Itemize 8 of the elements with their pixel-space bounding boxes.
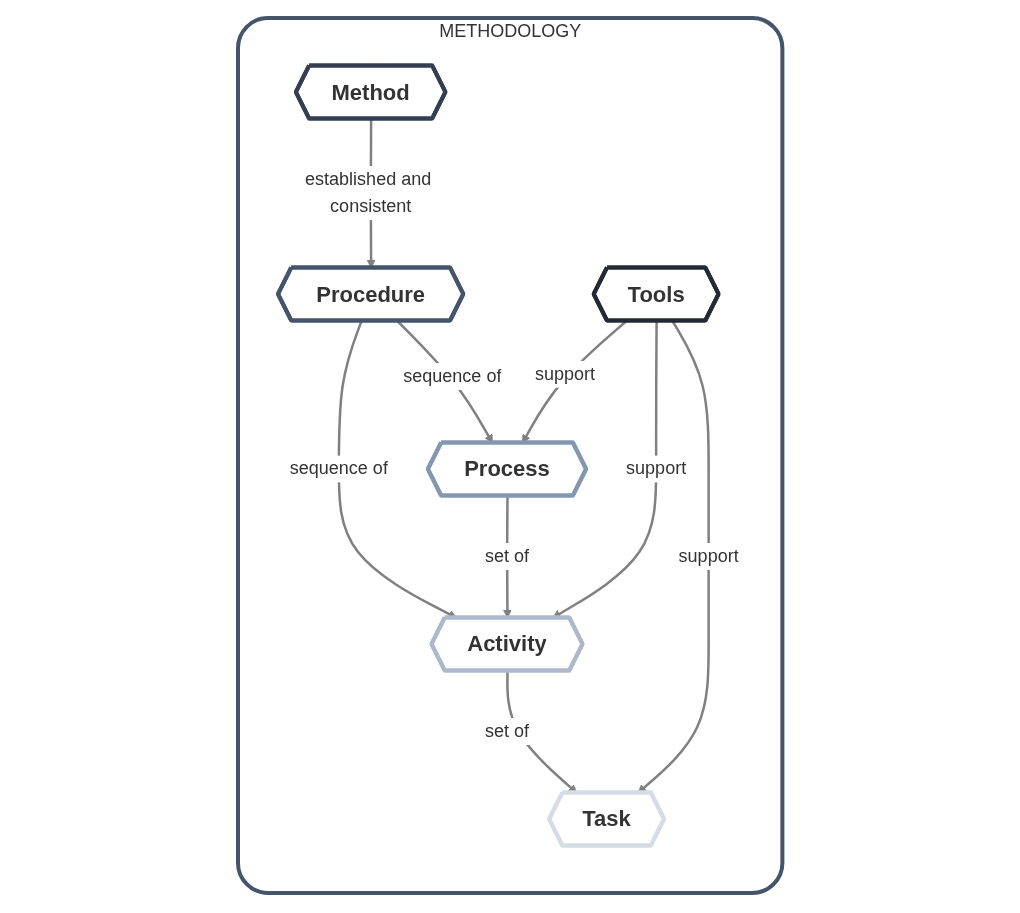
edge-label: set of [484, 546, 529, 566]
edge-label: support [625, 458, 686, 479]
edge-label: sequence of [403, 365, 502, 386]
edge-label: sequence of [289, 458, 388, 479]
edge-label: set of [484, 720, 529, 741]
edge-label: support [534, 363, 595, 384]
edge-label: support [678, 546, 739, 566]
edge-label: established and consistent [304, 169, 431, 217]
